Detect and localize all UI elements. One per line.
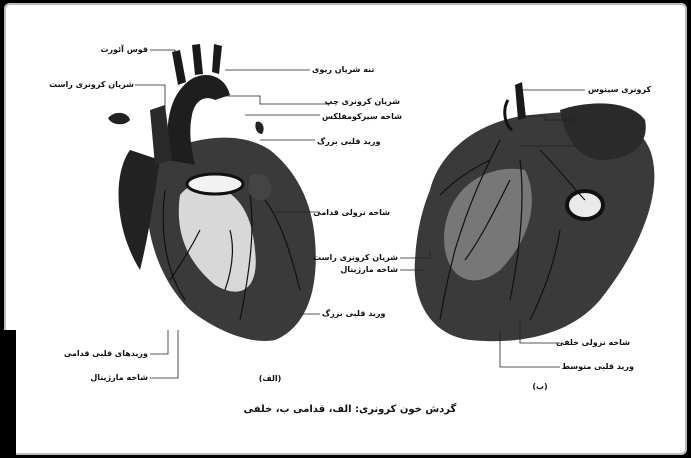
label-great-cardiac-vein-top: ورید قلبی بزرگ bbox=[317, 137, 397, 147]
posterior-heart-drawing bbox=[415, 82, 655, 341]
label-right-coronary-artery: شریان کرونری راست bbox=[58, 80, 134, 90]
label-pulmonary-trunk: تنه شریان ریوی bbox=[312, 65, 380, 75]
label-anterior-descending-branch: شاخه نزولی قدامی bbox=[322, 208, 390, 218]
label-aortic-arch: قوس آئورت bbox=[100, 45, 148, 55]
label-left-coronary-artery: شریان کرونری چپ bbox=[332, 97, 400, 107]
label-marginal-branch-posterior: شاخه مارژینال bbox=[330, 265, 398, 275]
anterior-heart-drawing bbox=[108, 44, 316, 341]
panel-tag-posterior: (ب) bbox=[525, 382, 555, 392]
label-marginal-branch-anterior: شاخه مارژینال bbox=[80, 373, 148, 383]
figure-caption: گردش خون کرونری: الف، قدامی ب، خلفی bbox=[200, 404, 500, 415]
label-middle-cardiac-vein: ورید قلبی متوسط bbox=[562, 362, 634, 372]
label-circumflex-branch: شاخه سیرکومفلکس bbox=[322, 112, 402, 122]
label-coronary-sinus: کرونری سینوس bbox=[588, 85, 658, 95]
panel-tag-anterior: (الف) bbox=[255, 374, 285, 384]
label-anterior-cardiac-veins: وریدهای قلبی قدامی bbox=[60, 349, 148, 359]
label-great-cardiac-vein-bottom: ورید قلبی بزرگ bbox=[322, 309, 390, 319]
label-posterior-descending-branch: شاخه نزولی خلفی bbox=[562, 338, 630, 348]
label-right-coronary-artery-posterior: شریان کرونری راست bbox=[330, 253, 398, 263]
